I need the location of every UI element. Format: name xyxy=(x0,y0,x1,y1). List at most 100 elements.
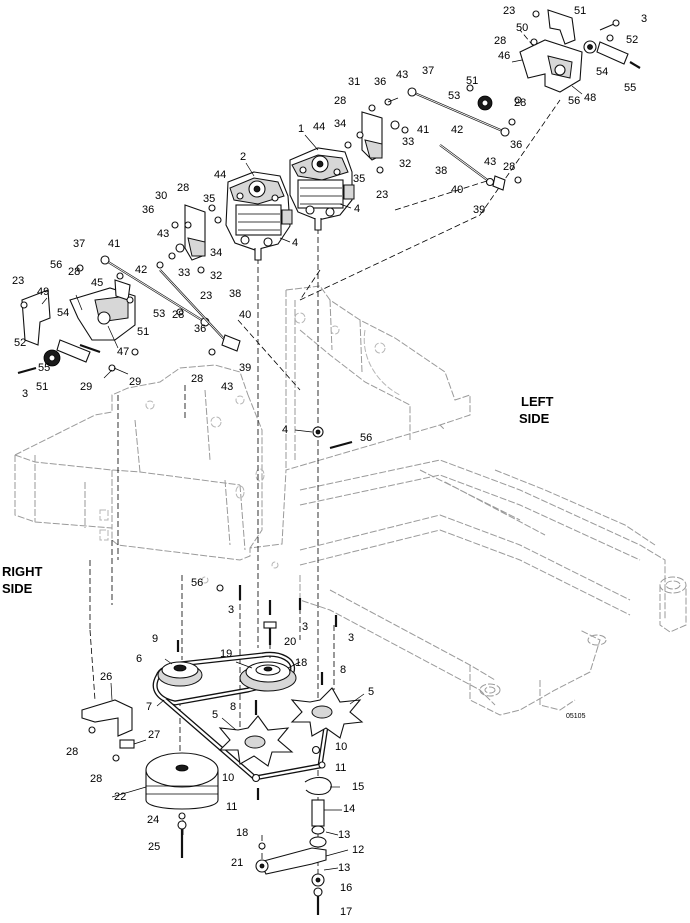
callout-42: 42 xyxy=(135,264,147,276)
callout-28: 28 xyxy=(66,746,78,758)
callout-10: 10 xyxy=(222,772,234,784)
callout-51: 51 xyxy=(574,5,586,17)
callout-39: 39 xyxy=(239,362,251,374)
callout-28: 28 xyxy=(177,182,189,194)
callout-3: 3 xyxy=(641,13,647,25)
hydro-pump-right xyxy=(225,171,293,261)
callout-28: 28 xyxy=(172,309,184,321)
callout-14: 14 xyxy=(343,803,355,815)
callout-16: 16 xyxy=(340,882,352,894)
right-side-label-line1: RIGHT xyxy=(2,564,43,579)
callout-4: 4 xyxy=(354,203,360,215)
callout-53: 53 xyxy=(448,90,460,102)
callout-29: 29 xyxy=(80,381,92,393)
callout-12: 12 xyxy=(352,844,364,856)
callout-42: 42 xyxy=(451,124,463,136)
callout-38: 38 xyxy=(435,165,447,177)
callout-22: 22 xyxy=(114,791,126,803)
control-linkage-left-side xyxy=(344,9,641,191)
callout-36: 36 xyxy=(510,139,522,151)
callout-55: 55 xyxy=(624,82,636,94)
callout-30: 30 xyxy=(155,190,167,202)
callout-18: 18 xyxy=(295,657,307,669)
callout-11: 11 xyxy=(335,762,346,774)
callout-49: 49 xyxy=(37,286,49,298)
callout-15: 15 xyxy=(352,781,364,793)
callout-54: 54 xyxy=(596,66,608,78)
callout-32: 32 xyxy=(399,158,411,170)
right-side-label-line2: SIDE xyxy=(2,581,33,596)
callout-28: 28 xyxy=(514,97,526,109)
callout-50: 50 xyxy=(516,22,528,34)
callout-45: 45 xyxy=(91,277,103,289)
callout-23: 23 xyxy=(200,290,212,302)
callout-41: 41 xyxy=(417,124,429,136)
callout-43: 43 xyxy=(157,228,169,240)
callout-53: 53 xyxy=(153,308,165,320)
callout-7: 7 xyxy=(146,701,152,713)
callout-3: 3 xyxy=(348,632,354,644)
callout-34: 34 xyxy=(210,247,222,259)
callout-44: 44 xyxy=(313,121,325,133)
callout-5: 5 xyxy=(368,686,374,698)
callout-43: 43 xyxy=(221,381,233,393)
side-labels: LEFT SIDE RIGHT SIDE 05105 xyxy=(2,394,586,720)
callout-4: 4 xyxy=(282,424,288,436)
callout-28: 28 xyxy=(191,373,203,385)
callout-40: 40 xyxy=(239,309,251,321)
callout-54: 54 xyxy=(57,307,69,319)
callout-38: 38 xyxy=(229,288,241,300)
callout-52: 52 xyxy=(14,337,26,349)
callout-13: 13 xyxy=(338,862,350,874)
callout-25: 25 xyxy=(148,841,160,853)
callout-6: 6 xyxy=(136,653,142,665)
callout-41: 41 xyxy=(108,238,120,250)
callout-24: 24 xyxy=(147,814,159,826)
callout-3: 3 xyxy=(22,388,28,400)
callout-56: 56 xyxy=(360,432,372,444)
drive-belt-assembly xyxy=(81,584,364,915)
callout-47: 47 xyxy=(117,346,129,358)
callout-8: 8 xyxy=(230,701,236,713)
callout-23: 23 xyxy=(376,189,388,201)
callout-9: 9 xyxy=(152,633,158,645)
callout-26: 26 xyxy=(100,671,112,683)
control-linkage-right-side xyxy=(17,204,353,450)
callout-36: 36 xyxy=(194,323,206,335)
callout-46: 46 xyxy=(498,50,510,62)
callout-3: 3 xyxy=(302,621,308,633)
callout-1: 1 xyxy=(298,123,304,135)
callout-37: 37 xyxy=(73,238,85,250)
callout-35: 35 xyxy=(353,173,365,185)
callout-3: 3 xyxy=(228,604,234,616)
left-side-label-line1: LEFT xyxy=(521,394,554,409)
leader-lines xyxy=(41,59,583,871)
callout-29: 29 xyxy=(129,376,141,388)
callout-17: 17 xyxy=(340,906,352,918)
callout-13: 13 xyxy=(338,829,350,841)
callout-2: 2 xyxy=(240,151,246,163)
callout-28: 28 xyxy=(503,161,515,173)
callout-51: 51 xyxy=(36,381,48,393)
callout-18: 18 xyxy=(236,827,248,839)
callout-36: 36 xyxy=(374,76,386,88)
callout-11: 11 xyxy=(226,801,237,813)
callout-4: 4 xyxy=(292,237,298,249)
left-side-label-line2: SIDE xyxy=(519,411,550,426)
callout-40: 40 xyxy=(451,184,463,196)
callout-23: 23 xyxy=(503,5,515,17)
callout-32: 32 xyxy=(210,270,222,282)
callout-34: 34 xyxy=(334,118,346,130)
callout-28: 28 xyxy=(494,35,506,47)
callout-33: 33 xyxy=(402,136,414,148)
callout-44: 44 xyxy=(214,169,226,181)
callout-48: 48 xyxy=(584,92,596,104)
callout-56: 56 xyxy=(568,95,580,107)
callout-33: 33 xyxy=(178,267,190,279)
callout-23: 23 xyxy=(12,275,24,287)
callout-27: 27 xyxy=(148,729,160,741)
callout-35: 35 xyxy=(203,193,215,205)
callout-5: 5 xyxy=(212,709,218,721)
callout-28: 28 xyxy=(90,773,102,785)
